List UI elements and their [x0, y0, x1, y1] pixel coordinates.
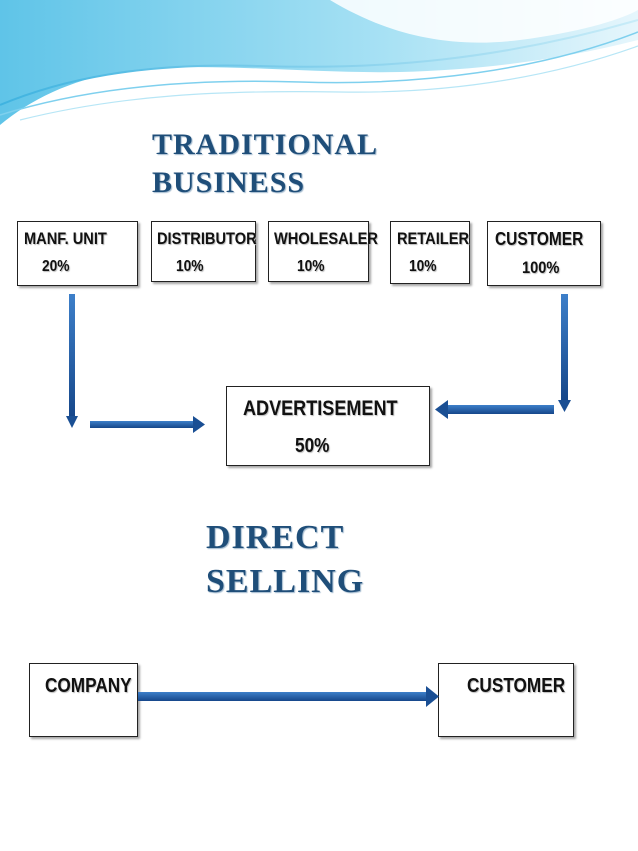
- wholesaler-percent: 10%: [297, 258, 325, 275]
- direct-customer-label: CUSTOMER: [467, 675, 566, 697]
- arrow-to-advertisement-right: [435, 400, 554, 419]
- retailer-percent: 10%: [409, 258, 437, 275]
- traditional-heading-line1: TRADITIONAL: [152, 128, 379, 161]
- distributor-box: DISTRIBUTOR 10%: [151, 221, 257, 282]
- advertisement-box: ADVERTISEMENT 50%: [226, 386, 430, 466]
- advertisement-percent: 50%: [295, 435, 330, 457]
- arrow-customer-down: [558, 294, 571, 412]
- traditional-heading-line2: BUSINESS: [152, 166, 306, 199]
- arrow-company-to-customer: [138, 686, 439, 707]
- decorative-wave-header: [0, 0, 638, 125]
- customer-percent: 100%: [522, 258, 560, 277]
- wholesaler-box: WHOLESALER 10%: [268, 221, 378, 282]
- direct-heading-line2: SELLING: [206, 563, 365, 600]
- wholesaler-label: WHOLESALER: [274, 229, 378, 248]
- retailer-label: RETAILER: [397, 229, 470, 248]
- distributor-label: DISTRIBUTOR: [157, 229, 257, 248]
- customer-box: CUSTOMER 100%: [487, 221, 601, 286]
- arrow-manf-down: [66, 294, 78, 428]
- manf-unit-box: MANF. UNIT 20%: [17, 221, 138, 286]
- company-box: COMPANY: [29, 663, 138, 737]
- direct-heading-line1: DIRECT: [206, 519, 345, 556]
- direct-selling-heading: DIRECT SELLING: [206, 516, 364, 604]
- retailer-box: RETAILER 10%: [390, 221, 470, 284]
- manf-unit-percent: 20%: [42, 258, 70, 275]
- manf-unit-label: MANF. UNIT: [24, 229, 107, 248]
- direct-customer-box: CUSTOMER: [438, 663, 574, 737]
- company-label: COMPANY: [45, 675, 132, 697]
- advertisement-label: ADVERTISEMENT: [243, 397, 398, 420]
- arrow-to-advertisement-left: [90, 416, 205, 433]
- customer-label: CUSTOMER: [495, 229, 584, 249]
- distributor-percent: 10%: [176, 258, 204, 275]
- traditional-business-heading: TRADITIONAL BUSINESS: [152, 126, 378, 202]
